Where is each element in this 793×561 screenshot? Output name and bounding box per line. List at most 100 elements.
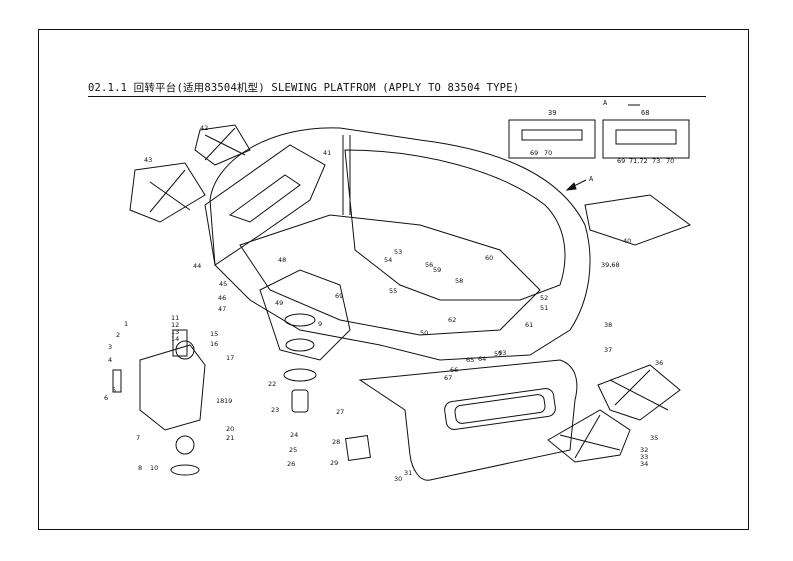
part-label: 50 <box>420 329 428 337</box>
cover-plate-43 <box>129 162 206 223</box>
part-label: 14 <box>171 335 179 343</box>
detail-view-left <box>508 119 596 159</box>
detail-left-part-2: 70 <box>544 149 552 157</box>
cover-plate-36 <box>597 364 681 421</box>
part-label: 26 <box>287 460 295 468</box>
part-label: 15 <box>210 330 218 338</box>
part-label: 46 <box>218 294 226 302</box>
part-label: 24 <box>290 431 298 439</box>
detail-right-part-1: 69 <box>617 157 625 165</box>
cover-plate-40 <box>584 194 692 246</box>
part-label: 5 <box>112 386 116 394</box>
part-label: 51 <box>540 304 548 312</box>
part-label: 3 <box>108 343 112 351</box>
page-title: 02.1.1 回转平台(适用83504机型) SLEWING PLATFROM … <box>88 82 520 94</box>
cover-plate-35 <box>547 409 631 463</box>
part-label: 37 <box>604 346 612 354</box>
part-label: 17 <box>226 354 234 362</box>
part-label: 31 <box>404 469 412 477</box>
part-label: 60 <box>485 254 493 262</box>
platform-inner-wall <box>344 149 566 301</box>
part-label: 65 <box>466 356 474 364</box>
part-label: 28 <box>332 438 340 446</box>
part-label: 10 <box>150 464 158 472</box>
part-label: 23 <box>271 406 279 414</box>
part-label: 8 <box>138 464 142 472</box>
drawing-border <box>38 29 749 530</box>
part-label: 64 <box>478 355 486 363</box>
part-label: 18 <box>216 397 224 405</box>
detail-view-boxes <box>508 104 690 159</box>
part-label: 40 <box>623 237 631 245</box>
part-label: 33 <box>640 453 648 461</box>
swing-bracket <box>139 344 206 431</box>
platform-deck <box>239 214 541 336</box>
part-label: 39,68 <box>601 261 620 269</box>
part-label: 53 <box>394 248 402 256</box>
part-label: 56 <box>425 261 433 269</box>
part-label: 44 <box>193 262 201 270</box>
view-arrow-label: A <box>589 175 594 183</box>
part-label: 69 <box>335 292 343 300</box>
part-label: 42 <box>200 124 208 132</box>
part-label: 7 <box>136 434 140 442</box>
part-label: 11 <box>171 314 179 322</box>
part-label: 1 <box>124 320 128 328</box>
part-label: 63 <box>498 349 506 357</box>
part-label: 48 <box>278 256 286 264</box>
part-label: 20 <box>226 425 234 433</box>
part-label: 62 <box>448 316 456 324</box>
part-label: 47 <box>218 305 226 313</box>
part-label: 13 <box>171 328 179 336</box>
part-label: 57 <box>494 350 502 358</box>
detail-right-part-3: 73 <box>652 157 660 165</box>
counterweight <box>358 359 578 481</box>
detail-right-caption: 68 <box>641 109 649 117</box>
part-label: 45 <box>219 280 227 288</box>
part-label: 66 <box>450 366 458 374</box>
swivel-ring-8 <box>284 313 316 327</box>
part-label: 38 <box>604 321 612 329</box>
part-label: 41 <box>323 149 331 157</box>
part-label: 67 <box>444 374 452 382</box>
detail-right-part-2: 71,72 <box>629 157 648 165</box>
part-label: 9 <box>318 320 322 328</box>
detail-left-part-1: 69 <box>530 149 538 157</box>
part-label: 21 <box>226 434 234 442</box>
part-label: 19 <box>224 397 232 405</box>
detail-view-right <box>602 119 690 159</box>
part-label: 43 <box>144 156 152 164</box>
part-label: 55 <box>389 287 397 295</box>
grille-28 <box>345 435 371 461</box>
boom-mount <box>259 269 351 361</box>
cover-plate-42 <box>194 124 251 166</box>
part-label: 2 <box>116 331 120 339</box>
part-label: 16 <box>210 340 218 348</box>
part-label: 4 <box>108 356 112 364</box>
part-label: 54 <box>384 256 392 264</box>
detail-right-letter: A <box>603 99 608 107</box>
side-panel-left <box>204 144 326 266</box>
detail-left-caption: 39 <box>548 109 556 117</box>
part-label: 49 <box>275 299 283 307</box>
part-label: 22 <box>268 380 276 388</box>
part-label: 52 <box>540 294 548 302</box>
part-label: 30 <box>394 475 402 483</box>
platform-outer-wall <box>209 127 591 361</box>
part-label: 29 <box>330 459 338 467</box>
part-label: 59 <box>433 266 441 274</box>
part-label: 27 <box>336 408 344 416</box>
title-underline <box>88 96 706 97</box>
part-label: 32 <box>640 446 648 454</box>
part-label: 12 <box>171 321 179 329</box>
part-label: 6 <box>104 394 108 402</box>
part-label: 25 <box>289 446 297 454</box>
part-label: 36 <box>655 359 663 367</box>
part-label: 61 <box>525 321 533 329</box>
detail-right-part-4: 70 <box>666 157 674 165</box>
part-label: 34 <box>640 460 648 468</box>
part-label: 58 <box>455 277 463 285</box>
part-label: 35 <box>650 434 658 442</box>
